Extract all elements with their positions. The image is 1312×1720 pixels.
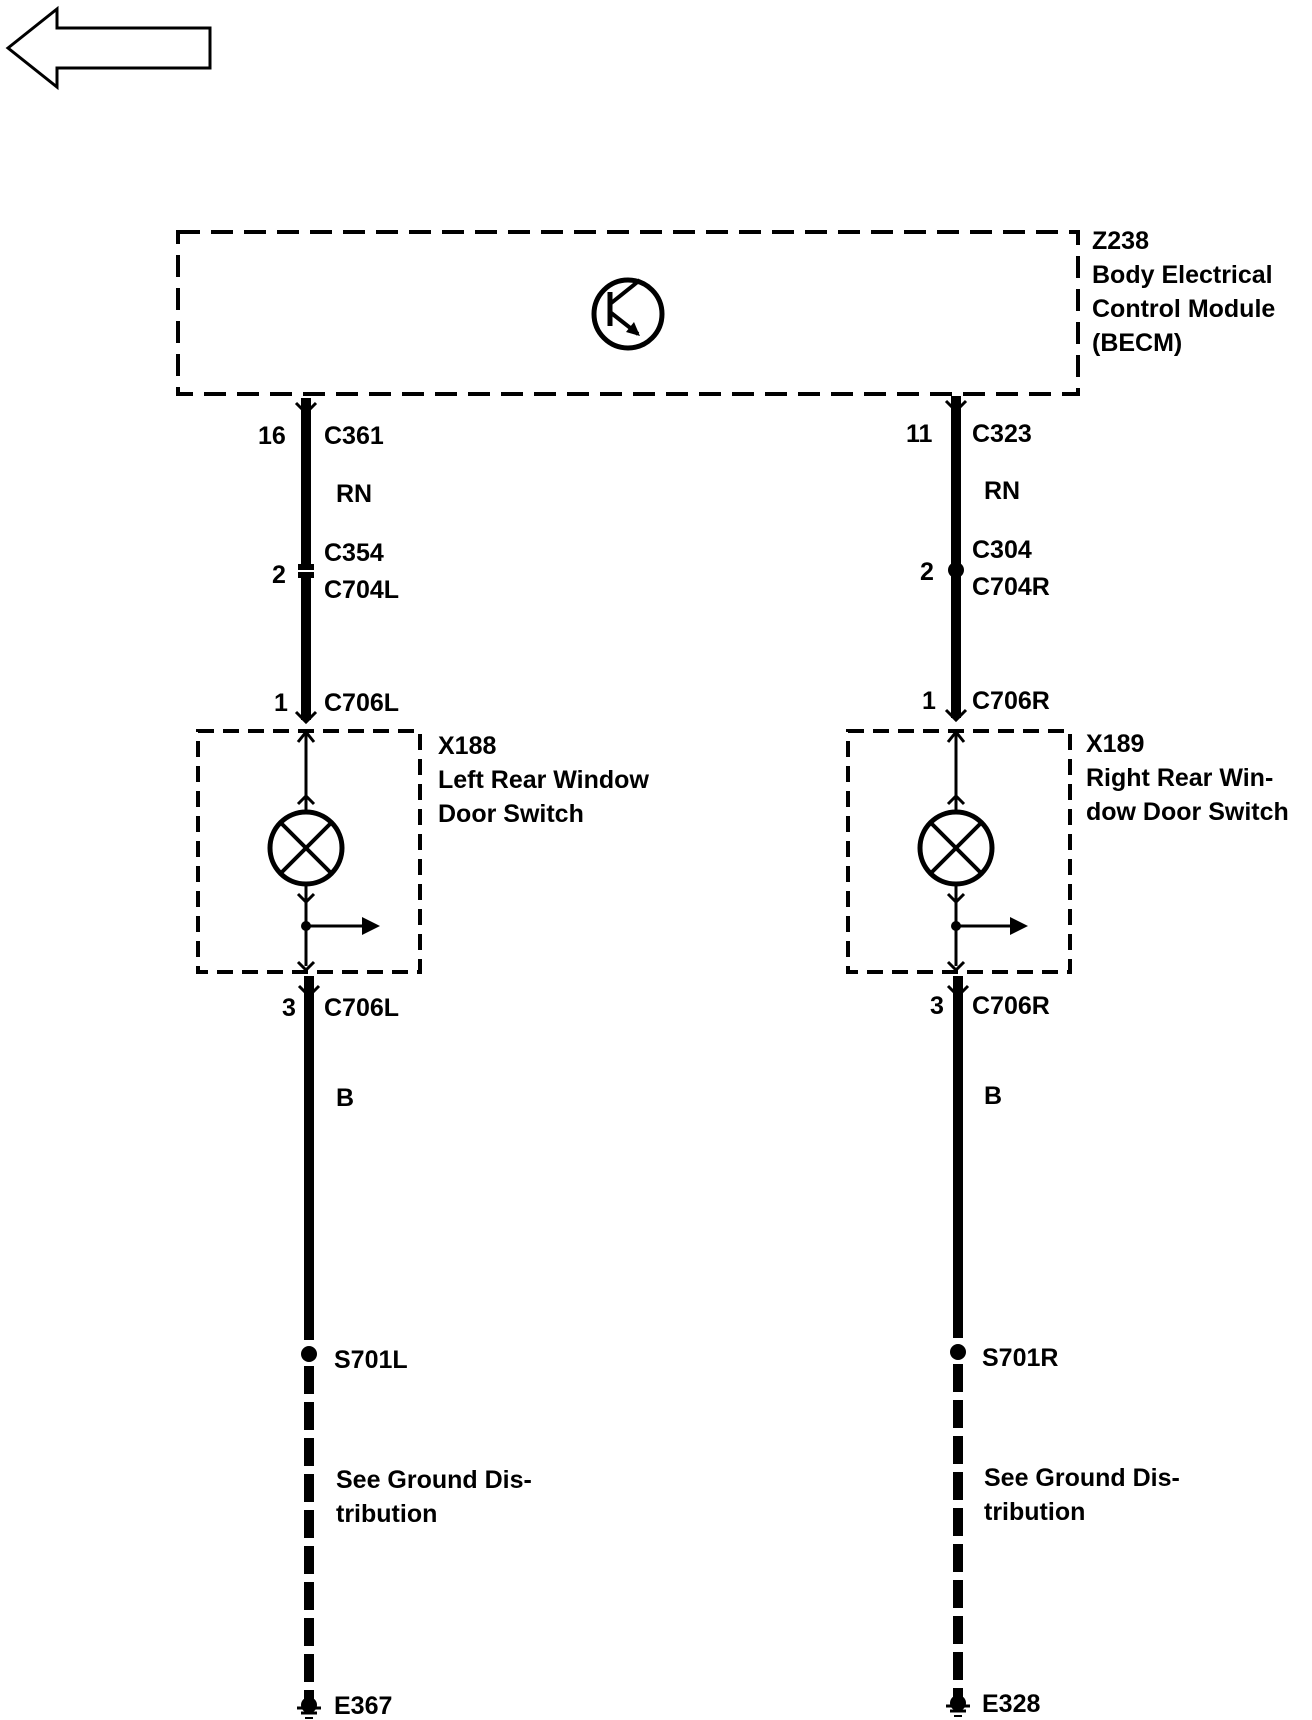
right-conn-switch-in: C706R xyxy=(972,687,1050,715)
right-pin-top: 11 xyxy=(906,420,933,448)
left-conn-top: C361 xyxy=(324,422,384,450)
right-wire-color-top: RN xyxy=(984,477,1020,505)
right-inline-connector xyxy=(948,562,964,578)
transistor-icon xyxy=(591,277,665,351)
right-wire-color-bottom: B xyxy=(984,1082,1002,1110)
left-note-line1: See Ground Dis- xyxy=(336,1466,532,1494)
right-conn-inline-a: C304 xyxy=(972,536,1032,564)
right-switch-id: X189 xyxy=(1086,730,1144,758)
left-switch-id: X188 xyxy=(438,732,496,760)
right-note-line1: See Ground Dis- xyxy=(984,1464,1180,1492)
left-lamp-icon xyxy=(267,809,345,887)
left-splice-label: S701L xyxy=(334,1346,408,1374)
left-note-line2: tribution xyxy=(336,1500,437,1528)
left-output-arrow xyxy=(362,917,380,935)
right-connector-top xyxy=(944,399,968,414)
right-lamp-icon xyxy=(917,809,995,887)
right-pin-inline: 2 xyxy=(920,558,934,586)
left-ground-label: E367 xyxy=(334,1692,392,1720)
left-wire-color-top: RN xyxy=(336,480,372,508)
left-pin-top: 16 xyxy=(258,422,286,450)
module-id: Z238 xyxy=(1092,227,1149,255)
right-conn-top: C323 xyxy=(972,420,1032,448)
left-connector-switch-out xyxy=(297,984,321,999)
right-ground-icon xyxy=(946,1695,970,1717)
right-output-arrow xyxy=(1010,917,1028,935)
right-switch-box xyxy=(846,729,1072,974)
left-pin-switch-in: 1 xyxy=(274,689,288,717)
right-note-line2: tribution xyxy=(984,1498,1085,1526)
left-switch-name-line1: Left Rear Window xyxy=(438,766,649,794)
right-pin-switch-out: 3 xyxy=(930,992,944,1020)
left-conn-switch-out: C706L xyxy=(324,994,399,1022)
module-name-line3: (BECM) xyxy=(1092,329,1182,357)
left-switch-name-line2: Door Switch xyxy=(438,800,584,828)
left-connector-top xyxy=(294,401,318,416)
right-pin-switch-in: 1 xyxy=(922,687,936,715)
right-splice-label: S701R xyxy=(982,1344,1058,1372)
module-name-line2: Control Module xyxy=(1092,295,1275,323)
left-ground-icon xyxy=(297,1697,321,1719)
left-connector-switch-in xyxy=(294,710,318,725)
right-conn-inline-b: C704R xyxy=(972,573,1050,601)
left-conn-inline-b: C704L xyxy=(324,576,399,604)
right-switch-name-line1: Right Rear Win- xyxy=(1086,764,1273,792)
left-arrow-icon[interactable] xyxy=(5,5,212,91)
left-circuit xyxy=(196,398,422,1719)
right-ground-label: E328 xyxy=(982,1690,1040,1718)
left-conn-switch-in: C706L xyxy=(324,689,399,717)
module-name-line1: Body Electrical xyxy=(1092,261,1273,289)
left-pin-inline: 2 xyxy=(272,561,286,589)
right-splice xyxy=(950,1344,966,1360)
right-switch-name-line2: dow Door Switch xyxy=(1086,798,1289,826)
right-connector-switch-in xyxy=(944,708,968,723)
left-switch-box xyxy=(196,729,422,974)
left-wire-color-bottom: B xyxy=(336,1084,354,1112)
right-circuit xyxy=(846,396,1072,1717)
becm-module xyxy=(176,230,1080,396)
left-splice xyxy=(301,1346,317,1362)
right-conn-switch-out: C706R xyxy=(972,992,1050,1020)
left-conn-inline-a: C354 xyxy=(324,539,384,567)
right-connector-switch-out xyxy=(946,984,970,999)
left-pin-switch-out: 3 xyxy=(282,994,296,1022)
